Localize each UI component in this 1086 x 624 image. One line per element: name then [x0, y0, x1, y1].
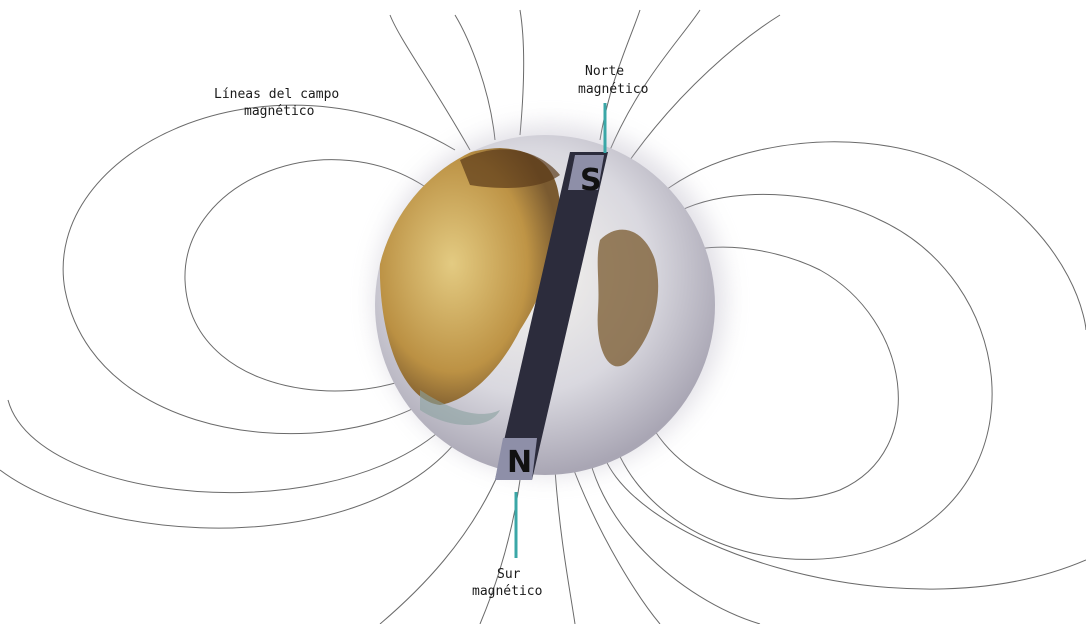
field-line	[380, 470, 500, 624]
north-label-1: Norte	[585, 64, 624, 79]
field-line	[610, 10, 700, 150]
field-line	[630, 15, 780, 160]
field-line	[390, 15, 470, 150]
field-line	[600, 440, 1086, 589]
field-lines-label-2: magnético	[244, 104, 314, 119]
field-line	[555, 470, 575, 624]
field-line	[570, 460, 660, 624]
field-line	[520, 10, 524, 135]
magnet-s-label: S	[580, 163, 602, 198]
field-lines-label-1: Líneas del campo	[214, 87, 339, 102]
north-label-2: magnético	[578, 82, 648, 97]
south-label-1: Sur	[497, 567, 521, 582]
magnet-n-label: N	[507, 445, 532, 480]
field-line	[480, 480, 520, 624]
south-label-2: magnético	[472, 584, 542, 599]
field-line	[455, 15, 495, 140]
